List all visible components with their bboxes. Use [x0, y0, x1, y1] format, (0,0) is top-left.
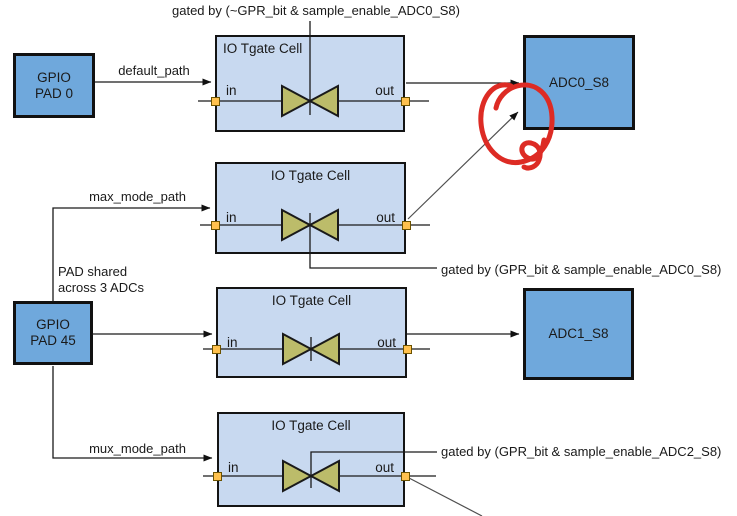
adc1-block: ADC1_S8 [523, 288, 634, 380]
cell3-in-port [211, 344, 221, 354]
tgate-cell-3: IO Tgate Cell in out [216, 287, 407, 378]
gpio-pad-45-block: GPIO PAD 45 [13, 301, 93, 365]
tgate-cell-4: IO Tgate Cell in out [217, 412, 405, 507]
tgate-cell-4-in-label: in [228, 460, 239, 475]
tgate-cell-4-title: IO Tgate Cell [271, 418, 351, 433]
tgate-cell-2-in-label: in [226, 210, 237, 225]
cell4-in-port [212, 471, 222, 481]
cell1-in-port [210, 96, 220, 106]
tgate-cell-3-title: IO Tgate Cell [271, 293, 352, 308]
pad-shared-note: PAD shared across 3 ADCs [58, 264, 144, 295]
wire-cell4-out-diagonal [408, 477, 483, 516]
tgate-cell-1-title: IO Tgate Cell [223, 41, 303, 56]
adc0-label: ADC0_S8 [548, 74, 610, 90]
cell4-out-port [400, 471, 410, 481]
gpio-pad-0-block: GPIO PAD 0 [13, 53, 95, 118]
tgate-cell-2-title: IO Tgate Cell [270, 168, 351, 183]
max-mode-path-label: max_mode_path [89, 189, 186, 204]
tgate-cell-1-in-label: in [226, 83, 237, 98]
tgate-cell-4-out-label: out [375, 460, 394, 475]
tgate-cell-1-out-label: out [375, 83, 394, 98]
mux-mode-path-label: mux_mode_path [89, 441, 186, 456]
gpio-pad-45-label: GPIO PAD 45 [30, 317, 76, 348]
adc0-block: ADC0_S8 [523, 35, 635, 130]
gate-label-bottom: gated by (GPR_bit & sample_enable_ADC2_S… [441, 444, 722, 459]
tgate-cell-3-out-label: out [377, 335, 396, 350]
tgate-cell-1: IO Tgate Cell in out [215, 35, 405, 132]
cell1-out-port [400, 96, 410, 106]
wire-cell2-out-to-adc0-diagonal [407, 111, 519, 220]
gate-label-top: gated by (~GPR_bit & sample_enable_ADC0_… [172, 3, 460, 18]
tgate-cell-2: IO Tgate Cell in out [215, 162, 406, 254]
cell3-out-port [402, 344, 412, 354]
tgate-cell-3-in-label: in [227, 335, 238, 350]
cell2-out-port [401, 220, 411, 230]
gate-label-mid: gated by (GPR_bit & sample_enable_ADC0_S… [441, 262, 722, 277]
annotation-red-circle-tail-icon [519, 137, 547, 171]
gpio-pad-0-label: GPIO PAD 0 [34, 69, 73, 101]
default-path-label: default_path [118, 63, 190, 78]
cell2-in-port [210, 220, 220, 230]
adc1-label: ADC1_S8 [548, 326, 609, 341]
tgate-cell-2-out-label: out [376, 210, 395, 225]
